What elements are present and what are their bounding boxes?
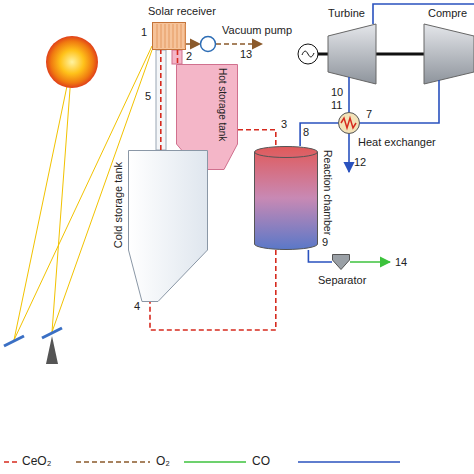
sun — [46, 36, 98, 88]
shaft — [318, 53, 328, 56]
heliostats — [4, 328, 62, 364]
vacuum-pump-shape — [200, 36, 216, 52]
flow-line — [300, 123, 338, 146]
flow-line — [177, 50, 179, 64]
callout-number: 5 — [145, 90, 151, 103]
compressor: Compre — [424, 24, 474, 84]
reaction-chamber: Reaction chamber — [254, 146, 318, 250]
callout-number: 1 — [141, 26, 147, 39]
co-line — [350, 261, 390, 263]
flow-line — [348, 84, 350, 112]
flow-line — [160, 50, 162, 150]
turbine-inlet-line — [373, 4, 474, 24]
callout-number: 9 — [322, 236, 328, 249]
node-label: Heat exchanger — [358, 136, 436, 149]
callout-number: 10 — [331, 86, 343, 99]
solar-receiver-shape — [152, 22, 186, 50]
legend-text: CeO₂ — [22, 455, 51, 469]
generator — [298, 44, 318, 64]
node-label: Cold storage tank — [112, 162, 125, 248]
node-label: Turbine — [328, 7, 365, 20]
callout-number: 14 — [395, 256, 407, 269]
callout-number: 11 — [331, 99, 342, 112]
separator-shape — [332, 254, 350, 270]
turbine-shape — [328, 24, 376, 84]
flow-line — [238, 130, 276, 146]
cold-tube — [156, 50, 166, 150]
outlet-line — [348, 134, 350, 172]
cold-storage-tank-shape — [128, 150, 208, 302]
callout-number: 8 — [303, 126, 309, 139]
flow-line — [308, 250, 332, 262]
exhaust-line — [216, 43, 262, 45]
legend-text: O₂ — [156, 455, 170, 469]
legend-text: CO — [252, 455, 270, 469]
node-label: Reaction chamber — [322, 150, 334, 235]
legend-lines — [4, 462, 400, 463]
solar-receiver: Solar receiver — [152, 22, 186, 50]
flow-line — [360, 84, 439, 123]
heat-exchanger: Heat exchanger — [338, 112, 360, 134]
callout-number: 13 — [240, 48, 252, 61]
reaction-chamber-shape — [254, 146, 318, 250]
node-label: Vacuum pump — [222, 24, 292, 37]
shaft — [376, 53, 424, 56]
callout-number: 3 — [281, 118, 287, 131]
node-label: Solar receiver — [148, 5, 216, 18]
heat-exchanger-shape — [338, 112, 360, 134]
hot-tube — [172, 50, 182, 64]
turbine: Turbine — [328, 24, 376, 84]
node-label: Hot storage tank — [216, 68, 228, 141]
compressor-shape — [424, 24, 474, 84]
cold-storage-tank: Cold storage tank — [128, 150, 208, 302]
callout-number: 7 — [366, 108, 372, 121]
callout-number: 2 — [186, 50, 192, 63]
flow-line — [186, 43, 200, 45]
callout-number: 4 — [134, 300, 140, 313]
node-label: Separator — [318, 274, 366, 287]
node-label: Compre — [428, 7, 467, 20]
callout-number: 12 — [354, 156, 366, 169]
separator: Separator — [332, 254, 350, 270]
vacuum-pump: Vacuum pump — [200, 36, 216, 52]
